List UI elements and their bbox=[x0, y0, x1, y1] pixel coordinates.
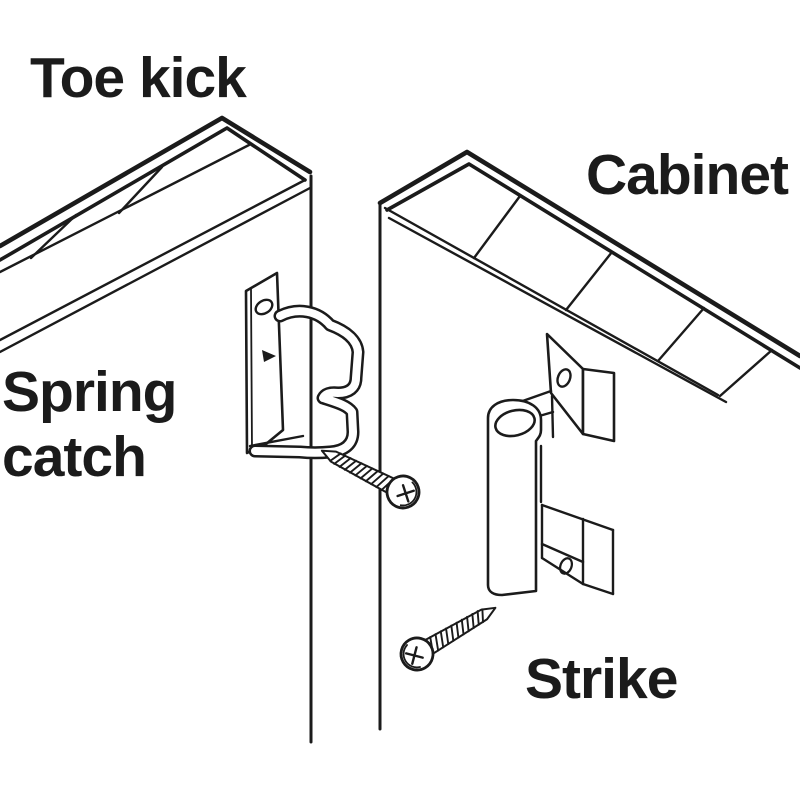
toe-kick-label: Toe kick bbox=[30, 46, 247, 110]
spring-catch-label: Spring catch bbox=[2, 360, 177, 489]
mounting-screw-upper-drawing bbox=[320, 449, 421, 510]
spring-catch-drawing bbox=[244, 271, 365, 460]
toe-kick-panel-drawing bbox=[0, 115, 313, 744]
strike-label: Strike bbox=[525, 647, 678, 711]
mounting-screw-lower-drawing bbox=[399, 606, 497, 672]
strike-drawing bbox=[486, 332, 616, 597]
cabinet-label: Cabinet bbox=[586, 143, 789, 207]
cabinet-panel-drawing bbox=[377, 149, 800, 731]
